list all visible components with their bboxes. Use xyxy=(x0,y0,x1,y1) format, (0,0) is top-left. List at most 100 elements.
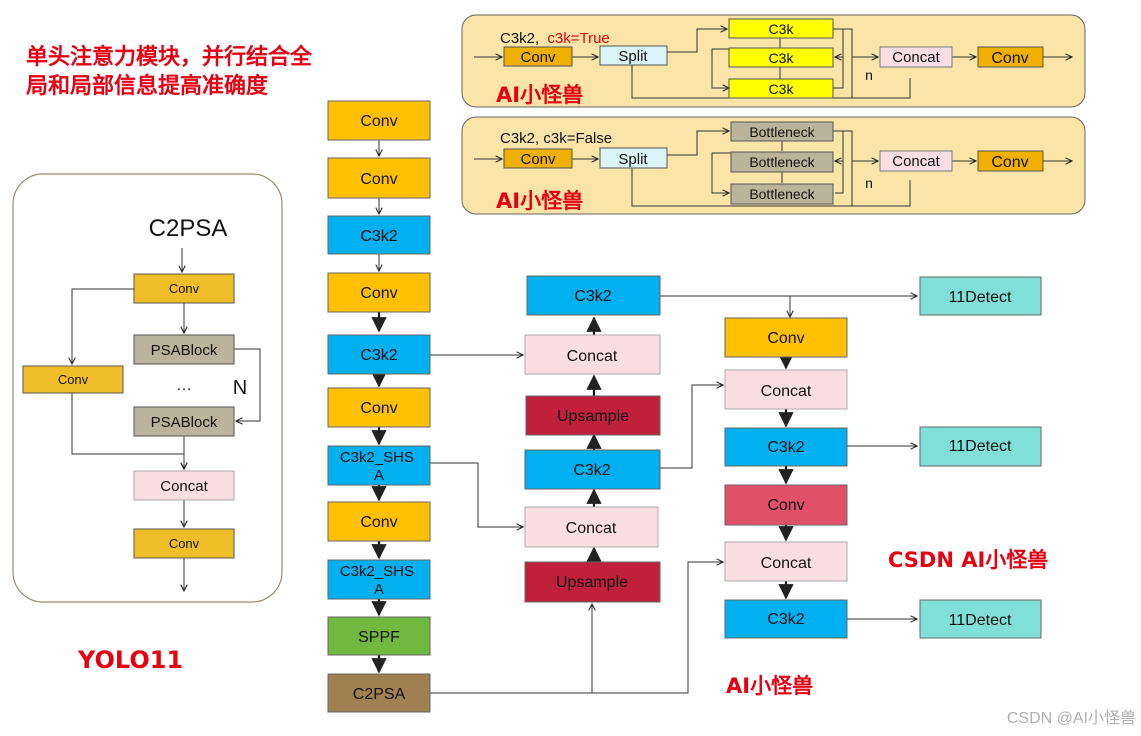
backbone-conv-2-label: Conv xyxy=(360,171,397,188)
backbone-conv-1 xyxy=(327,100,431,141)
c3k2-false-bottleneck-3-label: Bottleneck xyxy=(749,186,815,202)
c3k2-false-conv-in xyxy=(503,148,573,169)
detect-head-2-label: 11Detect xyxy=(949,438,1012,455)
detect-heads: 11Detect 11Detect 11Detect xyxy=(919,276,1042,639)
c3k2-false-bottleneck-3 xyxy=(730,183,834,205)
author-tag-3: AI小怪兽 xyxy=(726,674,813,698)
backbone-c3k2-shsa-1 xyxy=(327,445,431,486)
neck-right-conv-1-label: Conv xyxy=(767,330,804,347)
c2psa-psablock-2 xyxy=(133,406,235,437)
backbone-c3k2-2 xyxy=(327,334,431,375)
backbone-c3k2-shsa-1-label: C3k2_SHS A xyxy=(340,449,418,484)
backbone-c2psa-label: C2PSA xyxy=(353,686,406,703)
backbone-conv-4 xyxy=(327,387,431,428)
c3k2-true-c3k-3 xyxy=(728,78,834,99)
backbone-conv-3-label: Conv xyxy=(360,285,397,302)
backbone: Conv Conv C3k2 Conv C3k2 Conv C3k2_SHS A… xyxy=(327,100,431,713)
backbone-c3k2-2-label: C3k2 xyxy=(360,347,397,364)
backbone-c3k2-shsa-1-line-2: A xyxy=(374,467,384,484)
backbone-c3k2-shsa-2 xyxy=(327,559,431,600)
c3k2-false-panel: C3k2, c3k=False Conv Split Bottleneck Bo… xyxy=(461,116,1086,215)
neck-right-concat-2-label: Concat xyxy=(761,555,812,572)
c3k2-false-concat-label: Concat xyxy=(892,153,940,170)
neck-left-c3k2-mid xyxy=(524,449,661,490)
c3k2-true-c3k-1 xyxy=(728,18,834,39)
neck-right-conv-1 xyxy=(724,317,848,358)
c3k2-true-concat xyxy=(879,46,953,68)
backbone-c2psa xyxy=(327,673,431,713)
detect-head-2 xyxy=(919,426,1042,467)
c2psa-concat-label: Concat xyxy=(160,478,208,495)
c3k2-true-conv-out-label: Conv xyxy=(991,50,1028,67)
neck-left-upsample-1 xyxy=(525,395,661,436)
backbone-conv-5 xyxy=(327,501,431,542)
neck-right-concat-1-label: Concat xyxy=(761,383,812,400)
backbone-c3k2-1 xyxy=(327,215,431,255)
c3k2-false-split xyxy=(599,147,668,169)
author-tag-1: AI小怪兽 xyxy=(496,83,583,107)
backbone-conv-3 xyxy=(327,272,431,313)
network-connectors-thin xyxy=(379,140,917,694)
c2psa-module: C2PSA Conv PSABlock … N PSABlock Conv Co… xyxy=(12,173,283,603)
neck-right-conv-2 xyxy=(724,484,848,526)
neck-right-c3k2-2-label: C3k2 xyxy=(767,611,804,628)
backbone-c3k2-1-label: C3k2 xyxy=(360,228,397,245)
neck-left-upsample-2 xyxy=(524,561,661,603)
c3k2-false-connectors xyxy=(474,131,1072,207)
neck-left-concat-1 xyxy=(524,334,661,375)
c2psa-conv-bottom xyxy=(133,528,235,559)
watermark: CSDN @AI小怪兽 xyxy=(1007,709,1136,727)
detect-head-1 xyxy=(919,276,1042,316)
detect-head-3 xyxy=(919,599,1042,639)
c3k2-true-split-label: Split xyxy=(618,48,648,65)
c3k2-false-bottleneck-1 xyxy=(730,121,834,142)
c2psa-conv-side-label: Conv xyxy=(58,372,89,387)
c3k2-true-c3k-1-label: C3k xyxy=(769,21,795,37)
c3k2-true-title: C3k2, c3k=True xyxy=(500,30,610,47)
backbone-sppf xyxy=(327,616,431,656)
c3k2-true-c3k-3-label: C3k xyxy=(769,81,795,97)
c2psa-conv-side xyxy=(22,365,124,394)
neck-left-upsample-1-label: Upsample xyxy=(557,408,629,425)
neck-right-c3k2-2 xyxy=(724,599,848,639)
neck-right-conv-2-label: Conv xyxy=(767,497,804,514)
neck-left-concat-2 xyxy=(524,506,659,548)
c3k2-false-concat xyxy=(879,150,953,172)
c3k2-true-split xyxy=(599,45,668,66)
neck-right-c3k2-1 xyxy=(724,427,848,467)
backbone-c3k2-shsa-2-line-1: C3k2_SHS xyxy=(340,563,414,580)
backbone-conv-1-label: Conv xyxy=(360,113,397,130)
network-connectors-bold xyxy=(371,312,794,674)
c2psa-conv-bottom-label: Conv xyxy=(169,536,200,551)
backbone-conv-5-label: Conv xyxy=(360,514,397,531)
c3k2-false-bottleneck-1-label: Bottleneck xyxy=(749,124,815,140)
c2psa-ellipsis: … xyxy=(176,377,192,394)
backbone-sppf-label: SPPF xyxy=(358,629,400,646)
c3k2-true-repeat-n: n xyxy=(865,67,873,83)
neck-left-concat-1-label: Concat xyxy=(567,348,618,365)
c3k2-true-concat-label: Concat xyxy=(892,49,940,66)
c2psa-title: C2PSA xyxy=(149,215,228,242)
neck-left: C3k2 Concat Upsample C3k2 Concat Upsampl… xyxy=(524,275,661,603)
neck-left-c3k2-top-label: C3k2 xyxy=(574,288,611,305)
author-tag-2: AI小怪兽 xyxy=(496,189,583,213)
c3k2-true-panel: C3k2, c3k=True Conv Split C3k C3k C3k xyxy=(461,14,1086,108)
neck-right-concat-1 xyxy=(724,369,848,410)
c3k2-true-conv-in-label: Conv xyxy=(520,49,556,66)
c3k2-true-c3k-2-label: C3k xyxy=(769,50,795,66)
c2psa-conv-top xyxy=(133,273,235,304)
backbone-c3k2-shsa-2-label: C3k2_SHS A xyxy=(340,563,418,598)
neck-right-c3k2-1-label: C3k2 xyxy=(767,439,804,456)
c2psa-psablock-1-label: PSABlock xyxy=(151,342,218,359)
c3k2-false-bottleneck-2-label: Bottleneck xyxy=(749,154,815,170)
c3k2-true-conv-in xyxy=(503,46,573,67)
backbone-conv-2 xyxy=(327,157,431,199)
neck-left-upsample-2-label: Upsample xyxy=(556,574,628,591)
neck-left-c3k2-mid-label: C3k2 xyxy=(573,462,610,479)
c3k2-false-conv-out-label: Conv xyxy=(991,154,1028,171)
c3k2-false-conv-out xyxy=(977,150,1044,172)
c3k2-false-repeat-n: n xyxy=(865,175,873,191)
neck-right: Conv Concat C3k2 Conv Concat C3k2 xyxy=(724,317,848,639)
c3k2-true-conv-out xyxy=(977,46,1044,68)
